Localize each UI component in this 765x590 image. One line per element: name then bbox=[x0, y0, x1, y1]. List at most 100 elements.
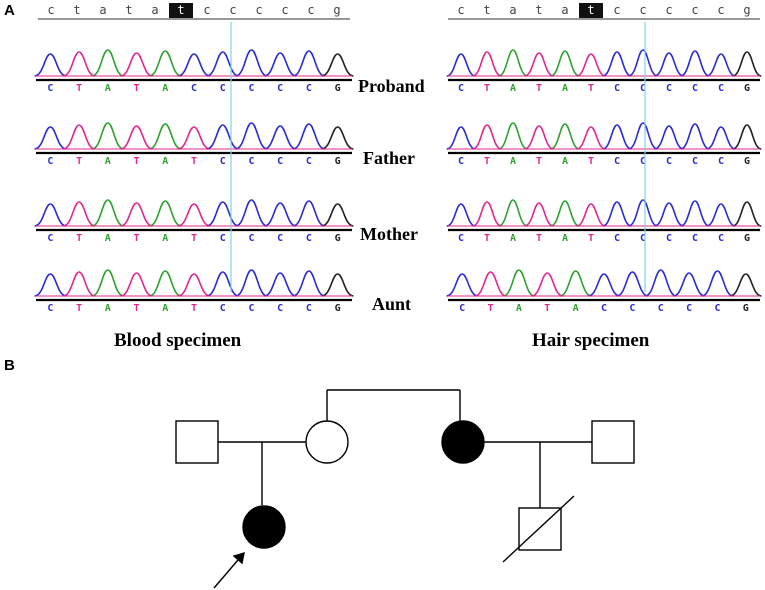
called-base: A bbox=[510, 233, 516, 244]
trace-peak bbox=[292, 270, 325, 297]
reference-base: a bbox=[151, 3, 158, 17]
called-base: A bbox=[562, 233, 568, 244]
trace-peak bbox=[292, 123, 325, 150]
reference-base: c bbox=[281, 3, 288, 17]
trace-peak bbox=[732, 51, 762, 77]
specimen-label-blood: Blood specimen bbox=[114, 330, 242, 351]
trace-peak bbox=[235, 269, 268, 297]
called-base: T bbox=[536, 156, 542, 167]
trace-peak bbox=[63, 271, 96, 297]
called-base: C bbox=[666, 83, 672, 94]
called-base: C bbox=[220, 303, 226, 314]
called-base: A bbox=[510, 83, 516, 94]
trace-peak bbox=[602, 201, 632, 227]
trace-peak bbox=[472, 201, 502, 227]
trace-peak bbox=[63, 51, 96, 77]
trace-peak bbox=[644, 269, 677, 297]
called-base: C bbox=[666, 233, 672, 244]
called-base: A bbox=[516, 303, 522, 314]
called-base: C bbox=[47, 83, 53, 94]
called-base: A bbox=[162, 233, 168, 244]
trace-peak bbox=[292, 200, 325, 227]
trace-peak bbox=[732, 124, 762, 150]
trace-peak bbox=[91, 269, 124, 297]
trace-peak bbox=[120, 52, 153, 77]
reference-base: c bbox=[203, 3, 210, 17]
reference-highlight bbox=[579, 3, 603, 18]
called-base: C bbox=[601, 303, 607, 314]
called-base: G bbox=[744, 233, 750, 244]
trace-peak bbox=[474, 271, 507, 297]
trace-peak bbox=[264, 125, 297, 150]
called-base: C bbox=[191, 83, 197, 94]
proband-arrow-icon bbox=[232, 551, 245, 565]
trace-peak bbox=[177, 126, 211, 150]
called-base: T bbox=[484, 156, 490, 167]
called-base: C bbox=[248, 233, 254, 244]
reference-base: c bbox=[47, 3, 54, 17]
called-base: T bbox=[134, 83, 140, 94]
trace-peak bbox=[206, 51, 239, 77]
trace-peak bbox=[531, 272, 564, 297]
called-base: C bbox=[277, 83, 283, 94]
trace-peak bbox=[120, 272, 153, 297]
trace-peak bbox=[34, 53, 67, 77]
reference-base: c bbox=[307, 3, 314, 17]
trace-peak bbox=[149, 200, 182, 227]
trace-peak bbox=[120, 125, 153, 150]
reference-base: c bbox=[639, 3, 646, 17]
trace-peak bbox=[498, 199, 528, 227]
called-base: C bbox=[686, 303, 692, 314]
called-base: A bbox=[573, 303, 579, 314]
called-base: T bbox=[588, 233, 594, 244]
called-base: C bbox=[629, 303, 635, 314]
trace-peak bbox=[654, 125, 684, 150]
trace-peak bbox=[706, 126, 736, 150]
trace-peak bbox=[34, 203, 67, 227]
trace-peak bbox=[628, 199, 658, 227]
reference-base: c bbox=[691, 3, 698, 17]
called-base: C bbox=[248, 156, 254, 167]
called-base: C bbox=[614, 156, 620, 167]
pedigree-proband-affected bbox=[242, 505, 286, 549]
called-base: C bbox=[614, 233, 620, 244]
trace-peak bbox=[550, 50, 580, 77]
trace-peak bbox=[91, 199, 124, 227]
pedigree-male-unaffected-right bbox=[591, 420, 635, 464]
trace-peak bbox=[206, 201, 239, 227]
called-base: C bbox=[458, 233, 464, 244]
row-label-aunt: Aunt bbox=[372, 294, 411, 314]
trace-peak bbox=[680, 50, 710, 77]
reference-base: t bbox=[73, 3, 80, 17]
pedigree-aunt-affected bbox=[441, 420, 485, 464]
called-base: T bbox=[76, 303, 82, 314]
called-base: C bbox=[718, 156, 724, 167]
trace-peak bbox=[446, 126, 476, 150]
trace-peak bbox=[177, 53, 211, 77]
trace-peak bbox=[91, 122, 124, 150]
called-base: C bbox=[306, 303, 312, 314]
row-label-proband: Proband bbox=[358, 76, 425, 96]
reference-base: c bbox=[255, 3, 262, 17]
trace-peak bbox=[149, 270, 182, 297]
trace-peak bbox=[680, 123, 710, 150]
trace-peak bbox=[321, 273, 354, 297]
trace-peak bbox=[206, 271, 239, 297]
called-base: C bbox=[277, 233, 283, 244]
trace-peak bbox=[680, 200, 710, 227]
called-base: A bbox=[105, 303, 111, 314]
called-base: A bbox=[162, 303, 168, 314]
called-base: G bbox=[744, 83, 750, 94]
trace-peak bbox=[472, 51, 502, 77]
called-base: C bbox=[714, 303, 720, 314]
called-base: C bbox=[220, 83, 226, 94]
called-base: T bbox=[191, 156, 197, 167]
called-base: A bbox=[162, 83, 168, 94]
trace-peak bbox=[206, 124, 239, 150]
trace-peak bbox=[706, 203, 736, 227]
called-base: C bbox=[306, 83, 312, 94]
reference-base: t bbox=[177, 3, 184, 17]
